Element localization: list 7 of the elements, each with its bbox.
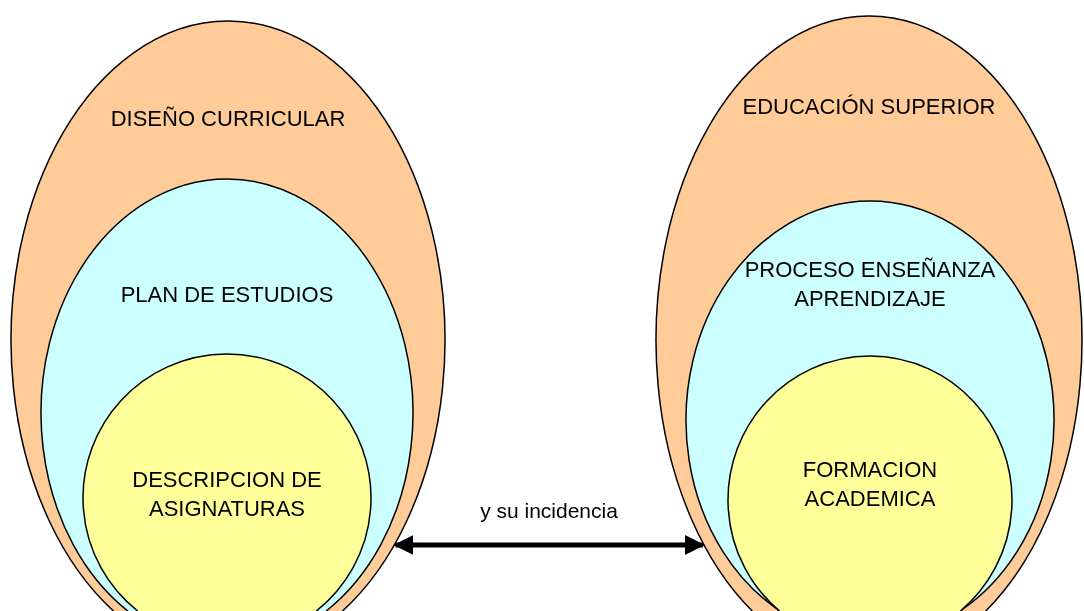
double-arrow <box>393 535 705 555</box>
ellipse-label: FORMACION ACADEMICA <box>801 456 939 513</box>
ellipse-label: EDUCACIÓN SUPERIOR <box>742 93 996 121</box>
ellipse-label: DESCRIPCION DE ASIGNATURAS <box>131 466 323 523</box>
ellipse-label: DISEÑO CURRICULAR <box>110 105 346 133</box>
ellipse-label: PLAN DE ESTUDIOS <box>120 281 334 309</box>
ellipse-label: PROCESO ENSEÑANZA APRENDIZAJE <box>743 256 997 313</box>
